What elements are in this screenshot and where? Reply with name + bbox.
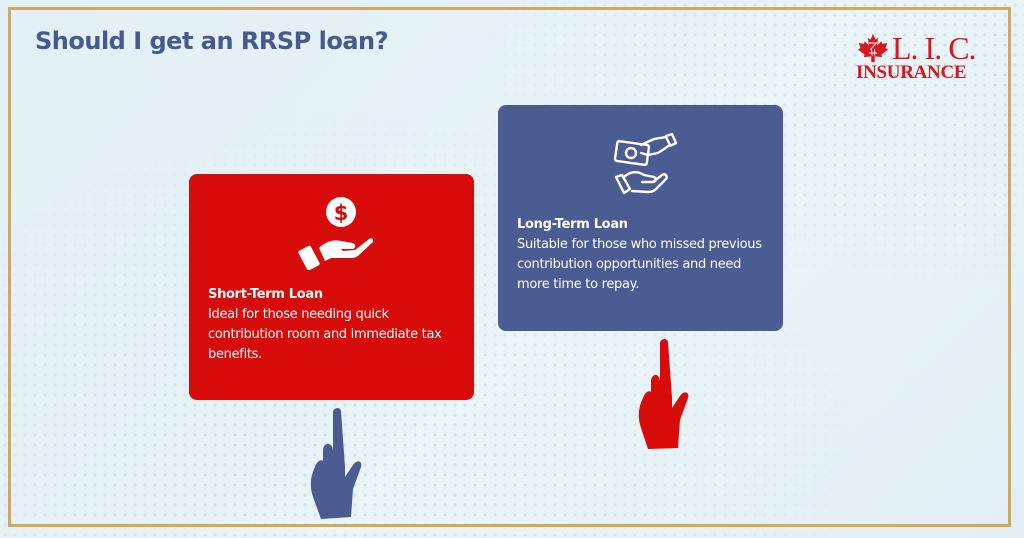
svg-text:$: $ bbox=[334, 201, 349, 225]
page-title: Should I get an RRSP loan? bbox=[35, 27, 389, 55]
pointing-hand-icon-red bbox=[638, 339, 689, 449]
lic-insurance-logo: L. I. C. INSURANCE bbox=[856, 30, 988, 89]
long-term-loan-card: Long-Term Loan Suitable for those who mi… bbox=[498, 105, 783, 331]
logo-lic-text: L. I. C. bbox=[892, 30, 977, 66]
pointing-hand-icon-blue bbox=[310, 408, 362, 519]
short-term-loan-description: Ideal for those needing quick contributi… bbox=[208, 307, 442, 362]
short-term-loan-card: $ Short-Term Loan Ideal for those needin… bbox=[189, 174, 474, 400]
short-term-loan-title: Short-Term Loan bbox=[208, 287, 323, 302]
logo-insurance-text: INSURANCE bbox=[856, 62, 967, 83]
long-term-loan-description: Suitable for those who missed previous c… bbox=[517, 237, 762, 292]
hand-dollar-coin-icon: $ bbox=[298, 197, 373, 270]
long-term-loan-title: Long-Term Loan bbox=[517, 217, 628, 232]
maple-leaf-icon bbox=[858, 33, 888, 63]
hands-exchange-money-icon bbox=[613, 132, 678, 195]
gold-frame-border bbox=[8, 7, 1011, 527]
